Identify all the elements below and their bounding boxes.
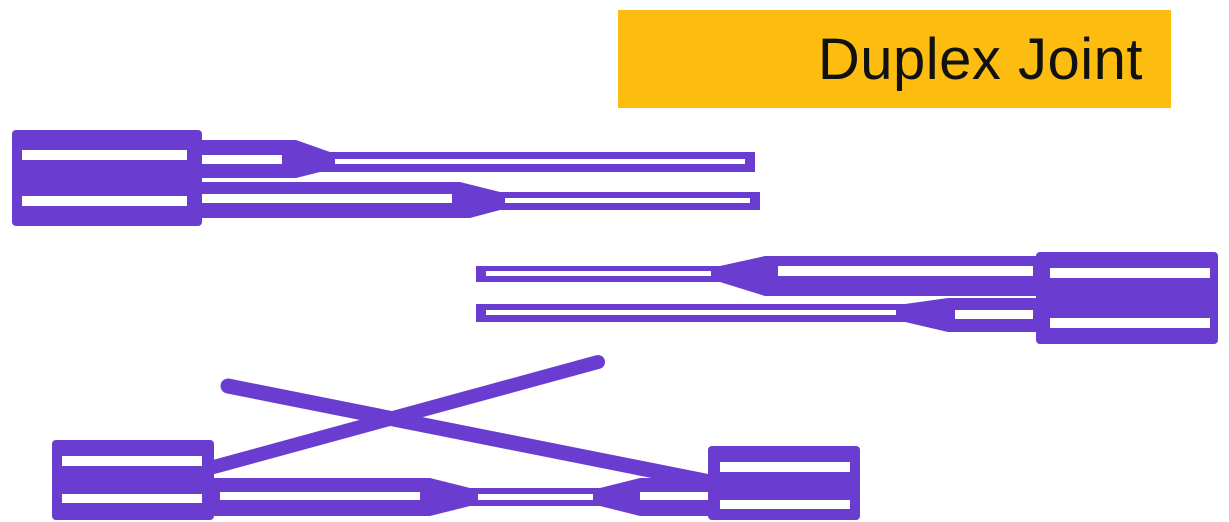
top-ferrule-sleeve — [12, 130, 202, 226]
bottom-right-ferrule-core-upper — [720, 462, 850, 472]
bottom-left-ferrule-sleeve — [52, 440, 214, 520]
top-lower-wire-core — [505, 198, 750, 203]
bottom-joined-wire-core-left — [220, 492, 420, 500]
top-upper-taper-core — [202, 155, 282, 164]
bottom-crossing-wire-b — [203, 355, 605, 475]
middle-upper-wire-core — [486, 271, 711, 276]
top-upper-wire-core — [335, 159, 745, 164]
bottom-crossing-wire-a — [220, 378, 728, 492]
top-lower-taper — [196, 182, 760, 218]
middle-lower-taper-core — [955, 310, 1033, 319]
connector-bottom — [52, 355, 860, 520]
connector-top — [12, 130, 760, 226]
title-banner: Duplex Joint — [618, 10, 1171, 108]
connector-middle — [476, 252, 1218, 344]
middle-ferrule-core-upper — [1050, 268, 1210, 278]
top-ferrule-core-upper — [22, 150, 187, 160]
bottom-joined-wire-core-mid — [478, 494, 593, 500]
bottom-joined-wire-core-right — [640, 492, 710, 500]
bottom-left-ferrule-core-upper — [62, 456, 202, 466]
middle-ferrule-core-lower — [1050, 318, 1210, 328]
middle-upper-taper-core — [778, 266, 1033, 276]
bottom-left-ferrule-core-lower — [62, 494, 202, 503]
page-title: Duplex Joint — [817, 26, 1143, 92]
middle-lower-wire-core — [486, 310, 896, 315]
bottom-joined-wire — [208, 478, 716, 516]
top-lower-taper-core — [202, 194, 452, 203]
bottom-right-ferrule-core-lower — [720, 500, 850, 509]
top-ferrule-core-lower — [22, 196, 187, 206]
middle-ferrule-sleeve — [1036, 252, 1218, 344]
